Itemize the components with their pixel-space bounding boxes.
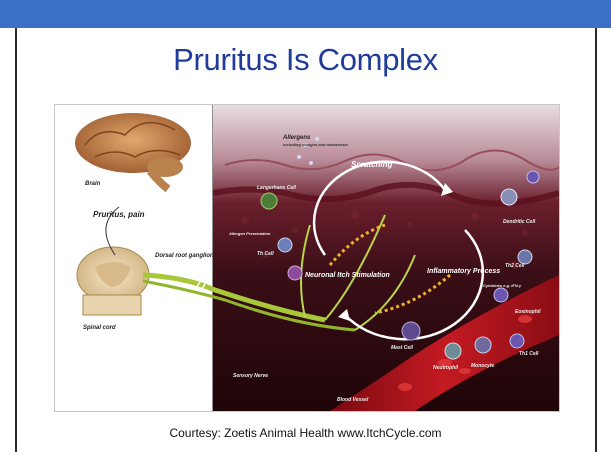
- label-mast-cell: Mast Cell: [391, 345, 414, 351]
- label-brain: Brain: [85, 181, 101, 187]
- label-spinal-cord: Spinal cord: [83, 325, 116, 331]
- label-neutrophil: Neutrophil: [433, 365, 459, 371]
- itch-cycle-illustration: Brain Pruritus, pain Dorsal root ganglio…: [54, 104, 560, 412]
- label-th-cell: Th Cell: [257, 251, 274, 257]
- label-pruritus-pain: Pruritus, pain: [93, 210, 145, 219]
- label-inflammatory-process: Inflammatory Process: [427, 268, 500, 275]
- header-bar: [0, 0, 611, 28]
- label-sensory-nerve: Sensory Nerve: [233, 373, 268, 379]
- label-monocyte: Monocyte: [471, 363, 495, 369]
- slide-title: Pruritus Is Complex: [0, 42, 611, 78]
- label-allergen-presentation: Allergen Presentation: [228, 231, 271, 236]
- label-neuronal-itch-stimulation: Neuronal Itch Stimulation: [305, 272, 390, 279]
- label-allergens: Allergens: [282, 135, 311, 141]
- label-cytokines: Cytokines e.g. IFN-γ: [483, 283, 522, 288]
- skin-cross-section: [213, 105, 559, 411]
- slide-frame-left: [15, 28, 17, 452]
- slide-frame-right: [595, 28, 597, 452]
- label-th1-cell: Th1 Cell: [519, 351, 539, 357]
- label-eosinophil: Eosinophil: [515, 309, 541, 315]
- image-credit: Courtesy: Zoetis Animal Health www.ItchC…: [0, 426, 611, 440]
- label-blood-vessel: Blood Vessel: [337, 397, 369, 403]
- label-th2-cell: Th2 Cell: [505, 263, 525, 269]
- label-langerhans-cell: Langerhans Cell: [257, 185, 297, 191]
- label-dendritic-cell: Dendritic Cell: [503, 219, 536, 225]
- label-allergens-sub: including sloughs and malassezia: [283, 142, 348, 147]
- label-dorsal-root-ganglion: Dorsal root ganglion: [155, 253, 214, 259]
- label-scratching: Scratching: [351, 160, 392, 169]
